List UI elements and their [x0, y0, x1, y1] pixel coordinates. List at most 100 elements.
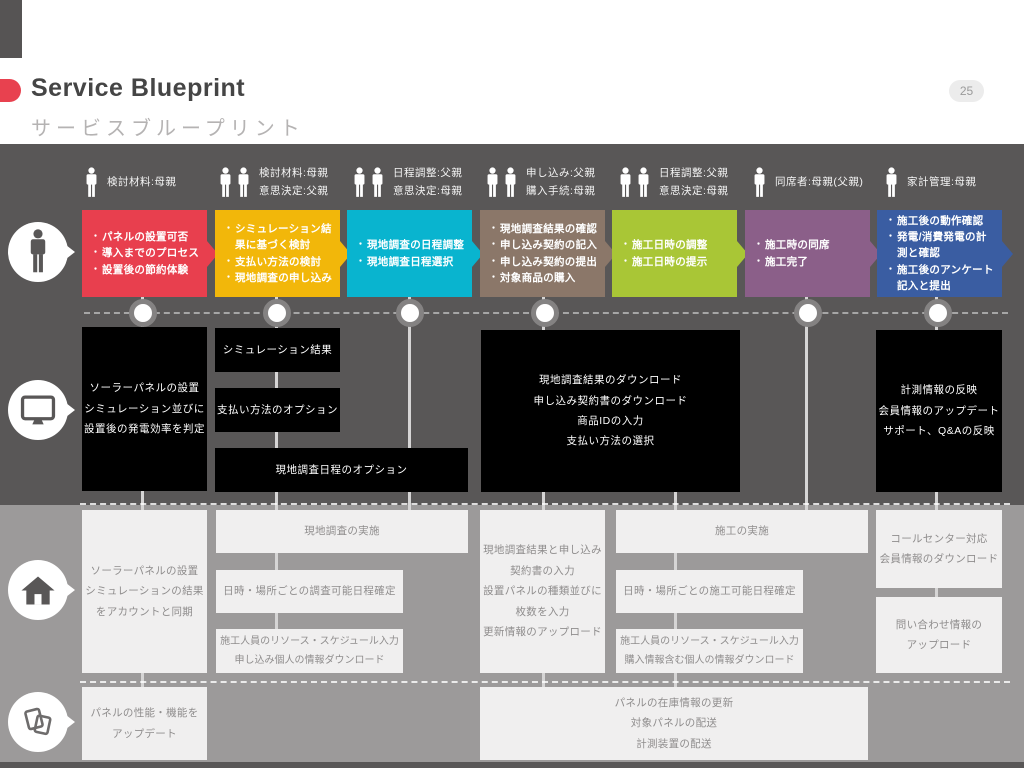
persona-group: 日程調整:父親意思決定:母親 [352, 159, 462, 207]
persona-label: 検討材料:母親 [259, 167, 329, 180]
connector-line [542, 673, 545, 687]
connector-line [275, 552, 278, 570]
lane-icon-customer [8, 222, 75, 282]
internal-box: 現地調査の実施 [216, 510, 468, 553]
person-icon [26, 229, 50, 275]
lane-icon-tail [66, 403, 75, 417]
persona-label: 申し込み:父親 [526, 167, 596, 180]
stage-arrow [340, 240, 351, 267]
internal-box: 問い合わせ情報の アップロード [876, 597, 1002, 673]
connector-line [408, 297, 411, 448]
touchpoint-circle [924, 299, 952, 327]
stage-box-simulation: ・シミュレーション結果に基づく検討 ・支払い方法の検討 ・現地調査の申し込み [215, 210, 351, 297]
stage-arrow [605, 240, 616, 267]
persona-group: 検討材料:母親意思決定:父親 [218, 159, 328, 207]
support-box: パネルの性能・機能を アップデート [82, 687, 207, 760]
digital-box: 現地調査日程のオプション [215, 448, 468, 492]
touchpoint-circle [396, 299, 424, 327]
internal-box: 施工の実施 [616, 510, 868, 553]
bullet: ・ [224, 271, 234, 282]
digital-box: ソーラーパネルの設置 シミュレーション並びに 設置後の発電効率を判定 [82, 327, 207, 491]
internal-box: コールセンター対応 会員情報のダウンロード [876, 510, 1002, 588]
connector-line [141, 673, 144, 687]
persona-label: 日程調整:父親 [393, 167, 463, 180]
stage-item: 現地調査の日程調整 [367, 239, 465, 252]
person-icon [503, 165, 518, 201]
connector-line [408, 491, 411, 510]
accent-dot [0, 79, 21, 102]
bullet: ・ [621, 255, 631, 266]
stage-item: 設置後の節約体験 [102, 263, 189, 276]
connector-line [275, 612, 278, 629]
stage-item: 発電/消費発電の計測と確認 [897, 231, 987, 260]
lane-icon-tail [66, 245, 75, 259]
stage-box-survey-schedule: ・現地調査の日程調整 ・現地調査日程選択 [347, 210, 483, 297]
stage-item: 支払い方法の検討 [235, 255, 322, 268]
lane-icon-tail [66, 715, 75, 729]
connector-line [275, 491, 278, 510]
digital-box: 現地調査結果のダウンロード 申し込み契約書のダウンロード 商品IDの入力 支払い… [481, 330, 740, 492]
bottom-strip [0, 762, 1024, 768]
corner-decoration [0, 0, 22, 58]
digital-box: シミュレーション結果 [215, 328, 340, 372]
stage-box-contract: ・現地調査結果の確認 ・申し込み契約の記入 ・申し込み契約の提出 ・対象商品の購… [480, 210, 616, 297]
connector-line [674, 672, 677, 687]
person-icon [636, 165, 651, 201]
bullet: ・ [356, 255, 366, 266]
bullet: ・ [224, 222, 234, 233]
connector-line [935, 588, 938, 597]
internal-box: 現地調査結果と申し込み 契約書の入力 設置パネルの種類並びに 枚数を入力 更新情… [480, 510, 605, 673]
support-box: パネルの在庫情報の更新 対象パネルの配送 計測装置の配送 [480, 687, 868, 760]
stage-item: 施工後のアンケート記入と提出 [897, 263, 994, 292]
stage-item: シミュレーション結果に基づく検討 [235, 222, 332, 252]
bullet: ・ [754, 255, 764, 266]
stage-item: 現地調査結果の確認 [500, 222, 598, 235]
bullet: ・ [754, 239, 764, 250]
persona-label: 意思決定:父親 [259, 185, 329, 197]
stage-item: 施工完了 [765, 255, 809, 268]
person-icon [84, 165, 99, 201]
touchpoint-circle [129, 299, 157, 327]
person-icon [884, 165, 899, 201]
bullet: ・ [886, 214, 896, 225]
touchpoint-circle [531, 299, 559, 327]
page-subtitle: サービスブループリント [31, 118, 305, 140]
stage-item: 対象商品の購入 [500, 271, 576, 284]
bullet: ・ [356, 239, 366, 250]
persona-label: 同席者:母親(父親) [775, 176, 864, 189]
connector-line [542, 492, 545, 510]
persona-label: 日程調整:父親 [659, 167, 729, 180]
persona-group: 検討材料:母親 [84, 159, 176, 207]
internal-box: 施工人員のリソース・スケジュール入力 購入情報含む個人の情報ダウンロード [616, 629, 803, 673]
connector-line [275, 372, 278, 388]
bullet: ・ [91, 263, 101, 274]
bullet: ・ [91, 247, 101, 258]
cards-icon [24, 707, 52, 736]
stage-box-consideration: ・パネルの設置可否 ・導入までのプロセス ・設置後の節約体験 [82, 210, 218, 297]
persona-group: 同席者:母親(父親) [752, 159, 863, 207]
bullet: ・ [886, 263, 896, 274]
internal-box: ソーラーパネルの設置 シミュレーションの結果 をアカウントと同期 [82, 510, 207, 673]
bullet: ・ [886, 231, 896, 242]
touchpoint-circle [263, 299, 291, 327]
connector-line [141, 491, 144, 510]
person-icon [370, 165, 385, 201]
internal-box: 日時・場所ごとの施工可能日程確定 [616, 570, 803, 613]
person-icon [752, 165, 767, 201]
stage-arrow [737, 240, 748, 267]
bullet: ・ [489, 255, 499, 266]
digital-box: 計測情報の反映 会員情報のアップデート サポート、Q&Aの反映 [876, 330, 1002, 492]
bullet: ・ [91, 231, 101, 242]
stage-item: 施工日時の提示 [632, 255, 708, 268]
stage-box-after-construction: ・施工後の動作確認 ・発電/消費発電の計測と確認 ・施工後のアンケート記入と提出 [877, 210, 1013, 297]
connector-line [805, 297, 808, 510]
persona-group: 家計管理:母親 [884, 159, 976, 207]
stage-arrow [1002, 240, 1013, 267]
person-icon [218, 165, 233, 201]
internal-box: 日時・場所ごとの調査可能日程確定 [216, 570, 403, 613]
internal-box: 施工人員のリソース・スケジュール入力 申し込み個人の情報ダウンロード [216, 629, 403, 673]
person-icon [618, 165, 633, 201]
persona-label: 意思決定:母親 [393, 185, 463, 197]
lane-icon-internal [8, 560, 75, 620]
